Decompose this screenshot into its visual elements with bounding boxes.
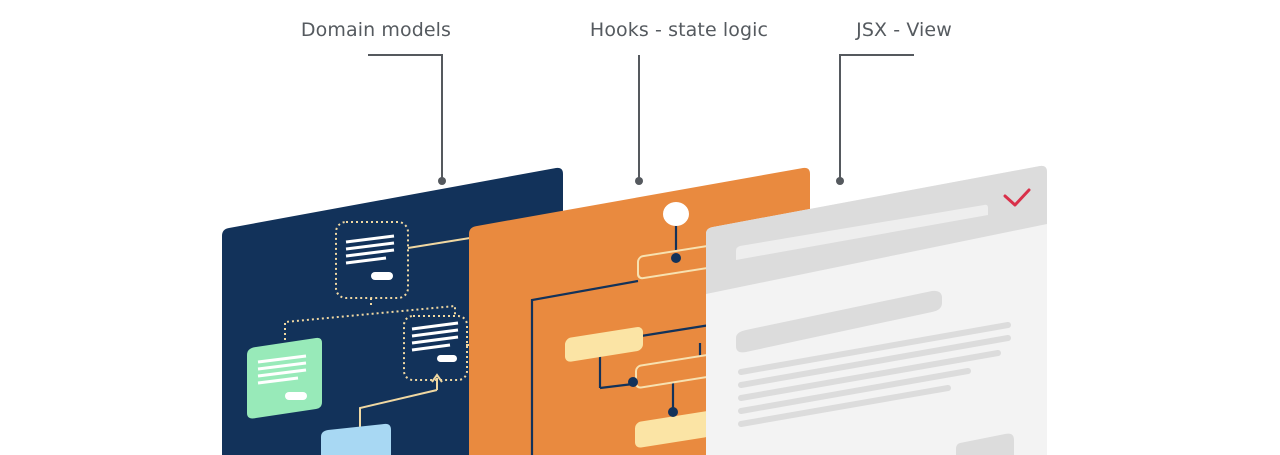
domain-model-card-blue (321, 423, 391, 455)
jsx-view-label: JSX - View (856, 19, 952, 41)
callout-hooks (635, 55, 643, 185)
jsx-view-panel (706, 165, 1047, 455)
hooks-start-node (663, 202, 689, 226)
hooks-state-logic-label: Hooks - state logic (589, 19, 769, 41)
view-address-bar (736, 204, 988, 260)
domain-model-card-top (335, 221, 409, 299)
domain-models-label: Domain models (300, 19, 452, 41)
hooks-step-solid-1 (565, 327, 643, 362)
domain-model-card-green (247, 337, 322, 419)
check-icon (1003, 188, 1031, 207)
callout-view (836, 54, 914, 185)
callout-domain (368, 54, 446, 185)
view-content-blocks (736, 290, 1014, 455)
hooks-step-solid-2 (635, 411, 711, 448)
domain-model-card-middle (403, 315, 468, 381)
